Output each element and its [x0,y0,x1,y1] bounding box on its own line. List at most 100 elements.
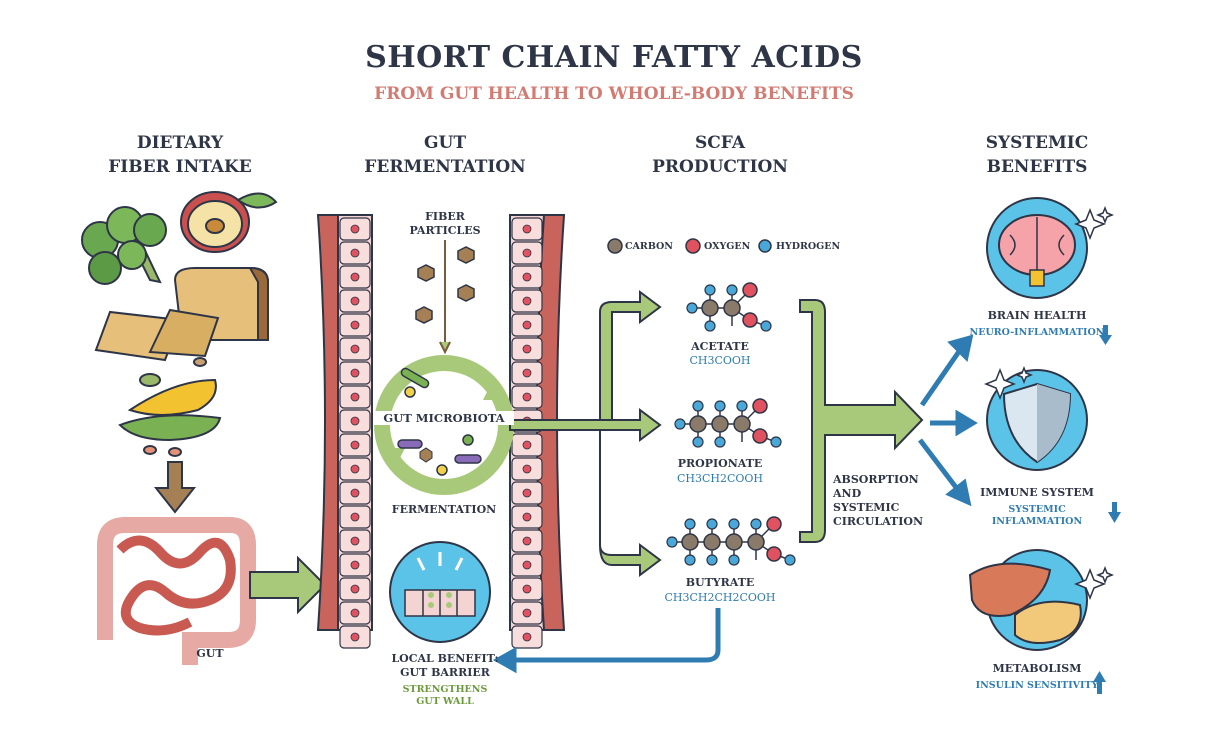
column-header-line: GUT [424,133,466,153]
bread-icon [94,266,269,362]
carbon-atom [703,533,721,551]
label-line: GUT WALL [416,696,474,707]
oxygen-atom [742,282,758,298]
cell-nucleus [522,608,532,618]
hydrogen-atom [728,554,740,566]
shield-icon [986,369,1088,471]
hydrogen-atom [684,554,696,566]
hydrogen-atom [692,400,704,412]
decrease-arrow-icon [1099,325,1112,345]
carbon-atom [701,299,719,317]
cell-nucleus [522,392,532,402]
brain-health-title: BRAIN HEALTH [987,309,1087,322]
butyrate-molecule-icon [666,516,796,566]
brain-health-detail: NEURO-INFLAMMATION [969,327,1105,338]
cell-nucleus [350,392,360,402]
acetate-molecule-icon [686,282,772,332]
page-subtitle: FROM GUT HEALTH TO WHOLE-BODY BENEFITS [374,84,854,104]
green-arrow-icon [249,555,327,615]
hydrogen-atom [714,400,726,412]
metabolism-detail: INSULIN SENSITIVITY [975,680,1099,691]
gut-label: GUT [196,647,224,660]
hydrogen-atom [736,400,748,412]
column-header-dietary: DIETARY FIBER INTAKE [80,131,280,179]
cell-nucleus [350,608,360,618]
cell-nucleus [522,488,532,498]
cell-nucleus [522,320,532,330]
fiber-particles-label: FIBER PARTICLES [395,210,495,238]
page-title: SHORT CHAIN FATTY ACIDS [365,40,863,75]
label-line: SYSTEMIC [833,501,900,514]
cell-nucleus [350,344,360,354]
hydrogen-atom [706,554,718,566]
label-line: CIRCULATION [833,515,924,528]
fiber-particle-icons [415,246,475,324]
oxygen-atom [766,516,782,532]
hydrogen-legend-label: HYDROGEN [776,241,841,252]
blue-arrows [492,334,978,674]
carbon-atom [681,533,699,551]
carbon-atom [689,415,707,433]
cell-nucleus [522,272,532,282]
acetate-formula: CH3COOH [689,354,751,367]
butyrate-formula: CH3CH2CH2COOH [664,591,776,604]
hydrogen-atom [784,554,796,566]
hydrogen-atom [692,436,704,448]
carbon-atom [711,415,729,433]
oxygen-atom [752,398,768,414]
gut-microbiota-label: GUT MICROBIOTA [374,411,514,425]
cell-nucleus [350,584,360,594]
cell-nucleus [522,440,532,450]
propionate-name: PROPIONATE [677,457,763,470]
carbon-atom [733,415,751,433]
epithelial-cells-right [511,217,543,649]
immune-system-title: IMMUNE SYSTEM [980,486,1094,499]
oxygen-atom [766,546,782,562]
cell-nucleus [522,632,532,642]
broccoli-icon [81,206,167,285]
hydrogen-atom [728,518,740,530]
label-line: GUT BARRIER [400,666,490,679]
label-line: LOCAL BENEFIT: [391,652,499,665]
cell-nucleus [522,248,532,258]
hydrogen-atom [760,320,772,332]
column-header-gut-fermentation: GUT FERMENTATION [345,131,545,179]
cell-nucleus [522,536,532,546]
column-header-systemic: SYSTEMIC BENEFITS [937,131,1137,179]
metabolism-title: METABOLISM [992,662,1082,675]
label-line: PARTICLES [409,224,481,237]
local-benefit-title: LOCAL BENEFIT: GUT BARRIER [380,652,510,680]
increase-arrow-icon [1093,671,1106,694]
cell-nucleus [350,248,360,258]
decrease-arrow-icon [1108,502,1121,523]
cell-nucleus [350,320,360,330]
oxygen-atom [742,312,758,328]
fermentation-label: FERMENTATION [391,503,497,516]
acetate-name: ACETATE [691,340,749,353]
hydrogen-atom [726,284,738,296]
epithelial-cells-left [339,217,371,649]
column-header-line: DIETARY [136,133,224,153]
cell-nucleus [350,272,360,282]
cell-nucleus [350,368,360,378]
hydrogen-atom [750,518,762,530]
cell-nucleus [350,536,360,546]
carbon-legend-dot [607,238,623,254]
liver-pancreas-icon [968,549,1088,651]
cell-nucleus [522,368,532,378]
hydrogen-atom [714,436,726,448]
cell-nucleus [522,224,532,234]
hydrogen-atom [684,518,696,530]
column-header-scfa-production: SCFA PRODUCTION [620,131,820,179]
legumes-icon [118,357,222,457]
label-line: STRENGTHENS [402,684,488,695]
intestine-icon [97,517,256,665]
column-header-line: FERMENTATION [364,157,526,177]
carbon-atom [747,533,765,551]
brain-icon [986,197,1088,299]
hydrogen-atom [666,536,678,548]
label-line: FIBER [425,210,465,223]
column-header-line: SYSTEMIC [985,133,1089,153]
cell-nucleus [522,344,532,354]
cell-nucleus [350,632,360,642]
